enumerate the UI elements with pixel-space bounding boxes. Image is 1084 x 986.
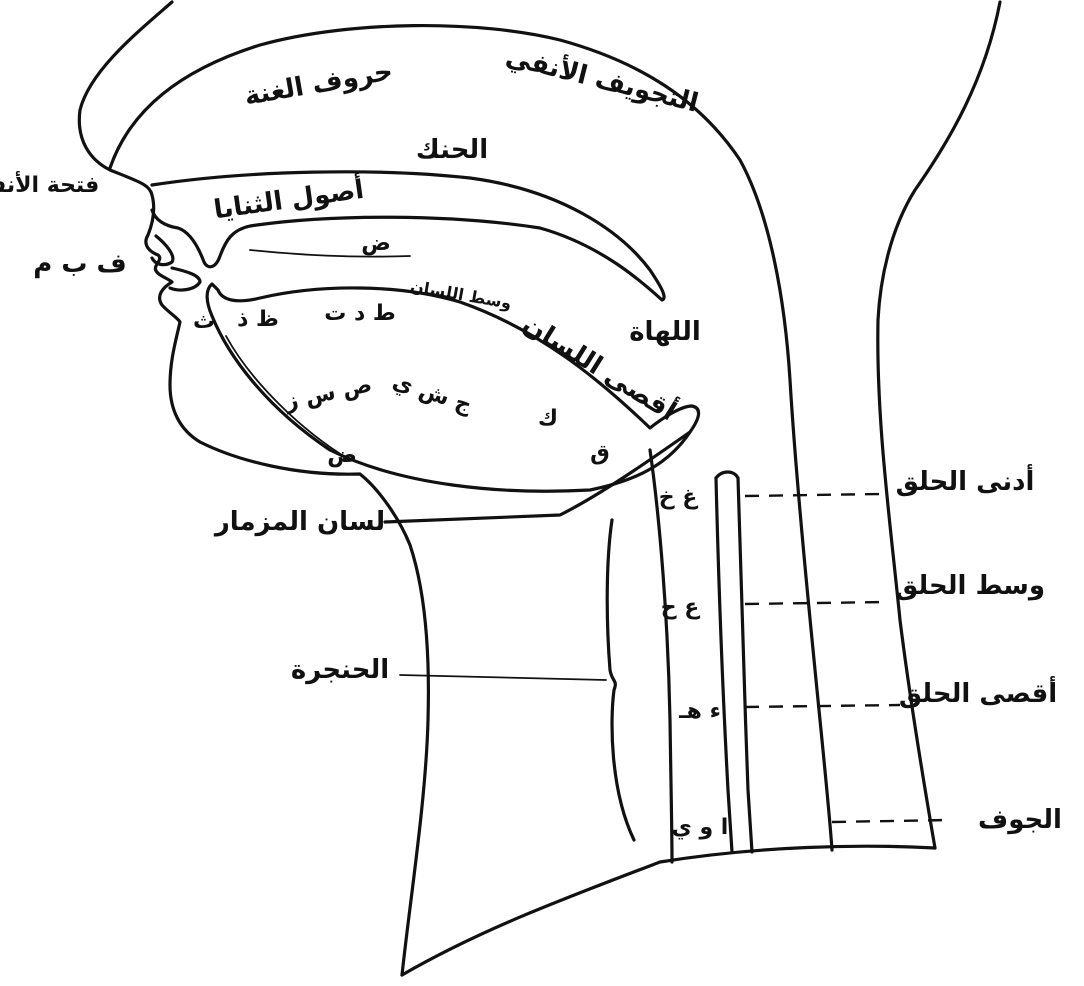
label-gha-kha: غ خ (659, 485, 699, 510)
upper-lip (152, 236, 173, 265)
throat-far-dash (745, 705, 900, 707)
label-ghunna-letters: حروف الغنة (242, 56, 395, 112)
larynx-inner-2 (738, 478, 752, 852)
epiglottis-leader (385, 515, 560, 522)
label-tha: ث (193, 309, 215, 334)
larynx-tube-top (716, 472, 738, 478)
label-epiglottis: لسان المزمار (213, 507, 385, 537)
cavity-dash (832, 820, 950, 822)
label-larynx: الحنجرة (291, 655, 389, 685)
label-palate: الحنك (416, 135, 488, 165)
label-sad-sin-zay: ص س ز (282, 372, 374, 415)
epiglottis (385, 432, 690, 522)
label-qaf: ق (590, 441, 610, 466)
label-nostril-opening: فتحة الأنف (0, 170, 99, 198)
throat-middle-dash (745, 602, 888, 604)
label-ta-dal-ta: ط د ت (324, 301, 396, 326)
larynx-leader (400, 675, 606, 680)
label-ta-dha: ظ ذ (237, 307, 279, 332)
neck-front-outline (402, 846, 935, 975)
label-uvula: اللهاة (629, 317, 701, 347)
label-kaf: ك (538, 406, 558, 431)
label-jim-shin-ya: ج ش ي (389, 369, 475, 418)
head-outline (79, 2, 428, 975)
label-cavity: الجوف (978, 805, 1062, 835)
label-alif-waw-ya: ا و ي (672, 815, 729, 840)
throat-near-dash (745, 494, 880, 496)
larynx-bracket (607, 520, 634, 840)
neck-back-outline (878, 2, 1000, 848)
label-ayn-ha: ع ح (661, 595, 701, 620)
label-tongue-middle: وسط اللسان (409, 276, 513, 312)
larynx-inner-1 (716, 478, 732, 852)
label-dad-palate: ض (361, 231, 391, 256)
label-throat-near: أدنى الحلق (896, 464, 1035, 497)
label-throat-far: أقصى الحلق (899, 676, 1057, 709)
palate-outline (152, 172, 664, 300)
label-lip-letters: ف ب م (33, 249, 127, 279)
label-nasal-cavity: التجويف الأنفي (503, 40, 702, 119)
label-dad-lower: ض (327, 443, 357, 468)
lower-lip (170, 268, 200, 290)
label-throat-middle: وسط الحلق (895, 571, 1045, 601)
label-hamza-ha: ء هـ (678, 699, 721, 724)
larynx-front (650, 450, 672, 862)
